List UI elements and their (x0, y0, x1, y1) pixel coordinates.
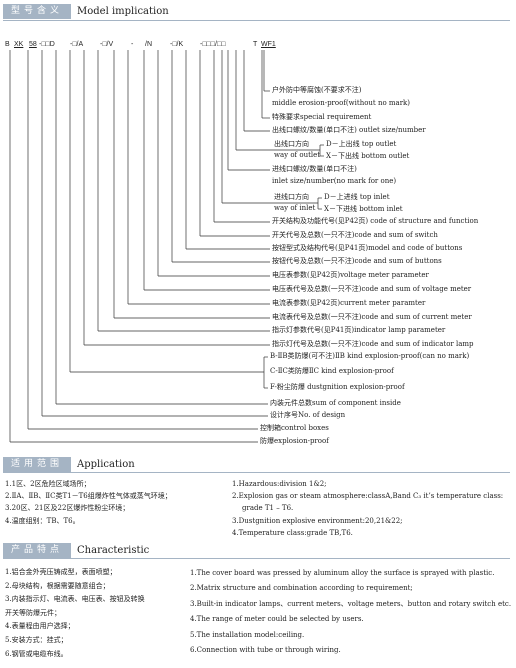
model-label-30: 防爆explosion-proof (260, 437, 329, 445)
application-section-title: Application (77, 459, 135, 470)
outlet-top-label: D－上出线 top outlet (326, 140, 397, 148)
application-list-en: 1.Hazardous:division 1&2; 2.Explosion ga… (232, 478, 503, 539)
code-seg-a: -□/A (70, 41, 84, 48)
inlet-direction-label-en: way of inlet (274, 204, 316, 212)
model-label-29: 控制箱control boxes (260, 424, 329, 432)
code-XK: XK (14, 41, 24, 48)
list-item: 3.20区、21区及22区爆炸性粉尘环境； (5, 504, 130, 513)
characteristic-list-cn: 1.铝合金外壳压铸成型，表面喷塑； 2.母块结构，根据需要随意组合； 3.内装指… (5, 566, 145, 661)
list-item: 3.Built-in indicator lamps、current meter… (190, 599, 512, 608)
inlet-bottom-label: X－下进线 bottom inlet (324, 205, 403, 213)
model-label-23: 指示灯代号及总数(一只不注)code and sum of indicator … (272, 340, 474, 348)
model-label-18: 电压表参数(见P42页)voltage meter parameter (272, 271, 429, 279)
model-section-title: Model implication (77, 6, 169, 17)
model-label-17: 按钮代号及总数(一只不注)code and sum of buttons (272, 257, 442, 265)
list-item: 4.Temperature class:grade TB,T6. (232, 528, 353, 537)
inlet-top-label: D－上进线 top inlet (324, 193, 390, 201)
list-item: 1.铝合金外壳压铸成型，表面喷塑； (5, 568, 117, 576)
list-item: 2.Explosion gas or steam atmosphere:clas… (232, 492, 504, 501)
characteristic-section-rule (3, 558, 510, 559)
list-item: grade T1 – T6. (242, 504, 294, 513)
code-58: 58 (29, 41, 37, 48)
characteristic-section-title: Characteristic (77, 545, 150, 556)
model-label-22: 指示灯参数代号(见P41页)indicator lamp parameter (272, 326, 446, 334)
code-seg-dash: - (131, 41, 134, 48)
model-label-27: 内装元件总数sum of component inside (270, 399, 401, 407)
model-section-tag: 型号含义 (3, 4, 72, 19)
list-item: 1.1区、2区危险区域场所； (5, 480, 91, 488)
explosion-class-f-label: F-粉尘防爆 dustgnition explosion-proof (270, 383, 405, 391)
code-seg-d: -□□D (39, 41, 55, 48)
outlet-direction-label: 出线口方向 (274, 140, 309, 148)
model-label-2: 特殊要求special requirement (272, 113, 372, 121)
model-label-19: 电压表代号及总数(一只不注)code and sum of voltage me… (272, 285, 472, 293)
code-T: T (253, 41, 258, 48)
application-section-header: 适用范围 Application (3, 457, 135, 472)
model-label-15: 开关代号及总数(一只不注)code and sum of switch (272, 231, 438, 239)
list-item: 4.表量程由用户选择； (5, 622, 75, 631)
model-section-rule (3, 20, 510, 21)
list-item: 6.Connection with tube or through wiring… (190, 646, 341, 655)
list-item: 6.钢管或电缆布线。 (5, 649, 68, 658)
list-item: 5.The installation model:ceiling. (190, 630, 305, 639)
code-seg-n: /N (145, 41, 152, 48)
list-item: 1.Hazardous:division 1&2; (232, 480, 327, 488)
model-label-16: 按钮型式及结构代号(见P41页)model and code of button… (272, 244, 463, 252)
code-seg-k: -□/K (170, 41, 184, 48)
model-label-0: 户外防中等腐蚀(不要求不注) (272, 86, 362, 94)
application-list-cn: 1.1区、2区危险区域场所； 2.ⅡA、ⅡB、ⅡC类T1－T6组爆炸性气体或蒸气… (5, 478, 172, 527)
list-item: 5.安装方式：挂式； (5, 635, 68, 644)
code-seg-out: -□□□/□□ (200, 41, 226, 48)
list-item: 3.内装指示灯、电流表、电压表、按钮及转换 (5, 595, 145, 604)
list-item: 3.Dustgnition explosive environment:20,2… (232, 516, 403, 525)
model-label-20: 电流表参数(见P42页)current meter paramter (272, 299, 426, 307)
model-label-1: middle erosion-proof(without no mark) (272, 99, 411, 107)
model-label-28: 设计序号No. of design (270, 411, 346, 419)
list-item: 1.The cover board was pressed by aluminu… (190, 569, 495, 577)
list-item: 2.Matrix structure and combination accor… (190, 584, 413, 593)
model-label-3: 出线口螺纹/数量(单口不注) outlet size/number (272, 126, 426, 134)
list-item: 2.母块结构，根据需要随意组合； (5, 581, 110, 590)
characteristic-section-tag: 产品特点 (3, 543, 72, 558)
explosion-class-c-label: C-ⅡC类防爆ⅡC kind explosion-proof (270, 367, 394, 375)
application-section-tag: 适用范围 (3, 457, 72, 472)
list-item: 开关等防爆元件； (5, 608, 61, 617)
inlet-direction-label: 进线口方向 (274, 193, 309, 201)
characteristic-section-header: 产品特点 Characteristic (3, 543, 149, 558)
outlet-direction-label-en: way of outlet (274, 151, 321, 159)
model-label-14: 开关结构及功能代号(见P42页) code of structure and f… (272, 217, 479, 225)
list-item: 4.温度组别：TB、T6。 (5, 516, 80, 525)
characteristic-list-en: 1.The cover board was pressed by aluminu… (190, 566, 511, 658)
code-WF1: WF1 (261, 41, 276, 48)
code-seg-v: -□/V (100, 41, 114, 48)
list-item: 2.ⅡA、ⅡB、ⅡC类T1－T6组爆炸性气体或蒸气环境； (5, 492, 172, 501)
model-label-9: inlet size/number(no mark for one) (272, 177, 397, 185)
list-item: 4.The range of meter could be selected b… (190, 615, 364, 624)
explosion-class-b-label: B-ⅡB类防爆(可不注)ⅡB kind explosion-proof(can … (270, 352, 470, 360)
application-section-rule (3, 472, 510, 473)
model-section-header: 型号含义 Model implication (3, 4, 169, 19)
outlet-bottom-label: X－下出线 bottom outlet (326, 152, 410, 160)
model-label-8: 进线口螺纹/数量(单口不注) (272, 165, 357, 173)
model-label-21: 电流表代号及总数(一只不注)code and sum of current me… (272, 313, 472, 321)
code-B: B (5, 41, 10, 48)
